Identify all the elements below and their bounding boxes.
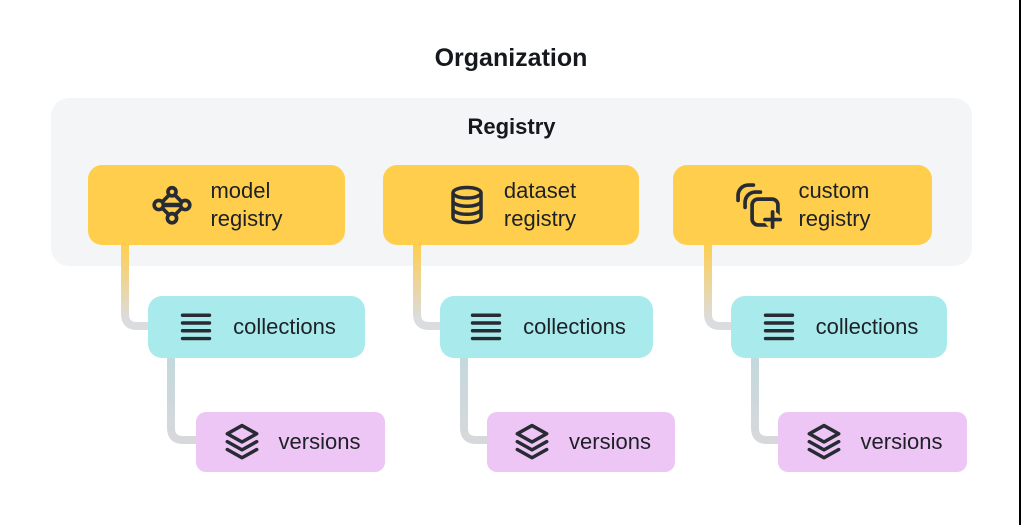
- connector-collections-to-versions-1: [167, 357, 200, 444]
- database-icon: [446, 183, 488, 227]
- connector-dataset-to-collections: [413, 242, 444, 330]
- registry-box-custom: custom registry: [673, 165, 932, 245]
- registry-label-line2: registry: [798, 206, 871, 231]
- registry-label-line2: registry: [503, 206, 577, 231]
- registry-label-line2: registry: [210, 206, 283, 231]
- versions-box-label: versions: [569, 429, 651, 454]
- connector-collections-to-versions-2: [460, 357, 491, 444]
- stacked-squares-plus-icon: [734, 181, 783, 229]
- model-graph-icon: [150, 183, 194, 227]
- connector-custom-to-collections: [704, 242, 735, 330]
- collections-box-label: collections: [815, 314, 919, 339]
- registry-box-model: model registry: [88, 165, 345, 245]
- collections-box-1: collections: [148, 296, 365, 358]
- collections-box-2: collections: [440, 296, 653, 358]
- registry-label-line1: dataset: [503, 178, 577, 203]
- connector-collections-to-versions-3: [751, 357, 782, 444]
- registry-box-label: custom registry: [798, 177, 870, 233]
- right-border-line: [1019, 0, 1021, 525]
- versions-box-label: versions: [278, 429, 361, 454]
- page-title: Organization: [434, 44, 588, 72]
- collections-box-label: collections: [233, 314, 336, 339]
- registry-label-line1: model: [210, 178, 271, 203]
- collections-box-3: collections: [731, 296, 947, 358]
- layers-stack-icon: [221, 421, 263, 463]
- registry-container-label: Registry: [467, 114, 556, 139]
- versions-box-1: versions: [196, 412, 385, 472]
- collections-box-label: collections: [523, 314, 626, 339]
- versions-box-label: versions: [860, 429, 943, 454]
- list-lines-icon: [177, 306, 215, 348]
- registry-label-line1: custom: [798, 178, 870, 203]
- versions-box-3: versions: [778, 412, 967, 472]
- list-lines-icon: [760, 306, 798, 348]
- versions-box-2: versions: [487, 412, 675, 472]
- connector-model-to-collections: [121, 242, 152, 330]
- layers-stack-icon: [803, 421, 845, 463]
- registry-box-label: model registry: [210, 177, 282, 233]
- registry-box-dataset: dataset registry: [383, 165, 639, 245]
- list-lines-icon: [467, 306, 505, 348]
- layers-stack-icon: [511, 421, 553, 463]
- registry-box-label: dataset registry: [504, 177, 576, 233]
